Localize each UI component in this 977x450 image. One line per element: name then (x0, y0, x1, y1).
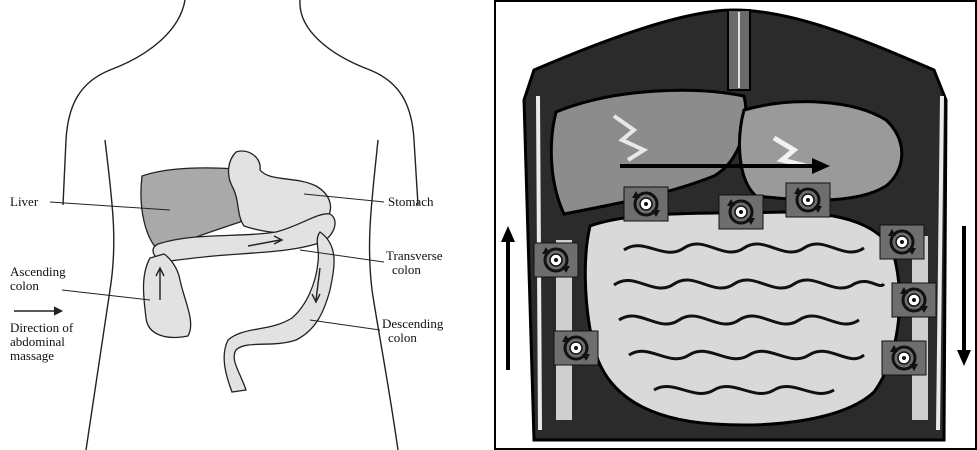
label-direction-line2: abdominal (10, 334, 65, 349)
label-descending-line1: Descending (382, 316, 444, 331)
descending-leader-line (310, 320, 380, 330)
label-direction-line1: Direction of (10, 320, 74, 335)
circular-massage-icon (892, 283, 936, 317)
ascending-leader-line (62, 290, 150, 300)
label-direction-line3: massage (10, 348, 54, 363)
label-transverse-line2: colon (392, 262, 421, 277)
circular-massage-icon (882, 341, 926, 375)
circular-massage-icon (880, 225, 924, 259)
circular-massage-icon (554, 331, 598, 365)
transverse-leader-line (300, 250, 384, 262)
label-ascending-line1: Ascending (10, 264, 66, 279)
ascending-colon-shape (144, 254, 191, 337)
label-stomach: Stomach (388, 194, 434, 209)
label-liver: Liver (10, 194, 39, 209)
labeled-anatomy-diagram: Liver Stomach Transverse colon Ascending… (0, 0, 490, 450)
label-ascending-line2: colon (10, 278, 39, 293)
abdomen-illustration (494, 0, 977, 450)
circular-massage-icon (534, 243, 578, 277)
circular-massage-icon (786, 183, 830, 217)
torso-drawing: Liver Stomach Transverse colon Ascending… (0, 0, 490, 450)
circular-massage-icon (624, 187, 668, 221)
legend-arrow-head (54, 307, 62, 315)
massage-pattern-illustration (494, 0, 977, 450)
label-transverse-line1: Transverse (386, 248, 443, 263)
circular-massage-icon (719, 195, 763, 229)
descending-colon-shape (224, 232, 334, 392)
label-descending-line2: colon (388, 330, 417, 345)
